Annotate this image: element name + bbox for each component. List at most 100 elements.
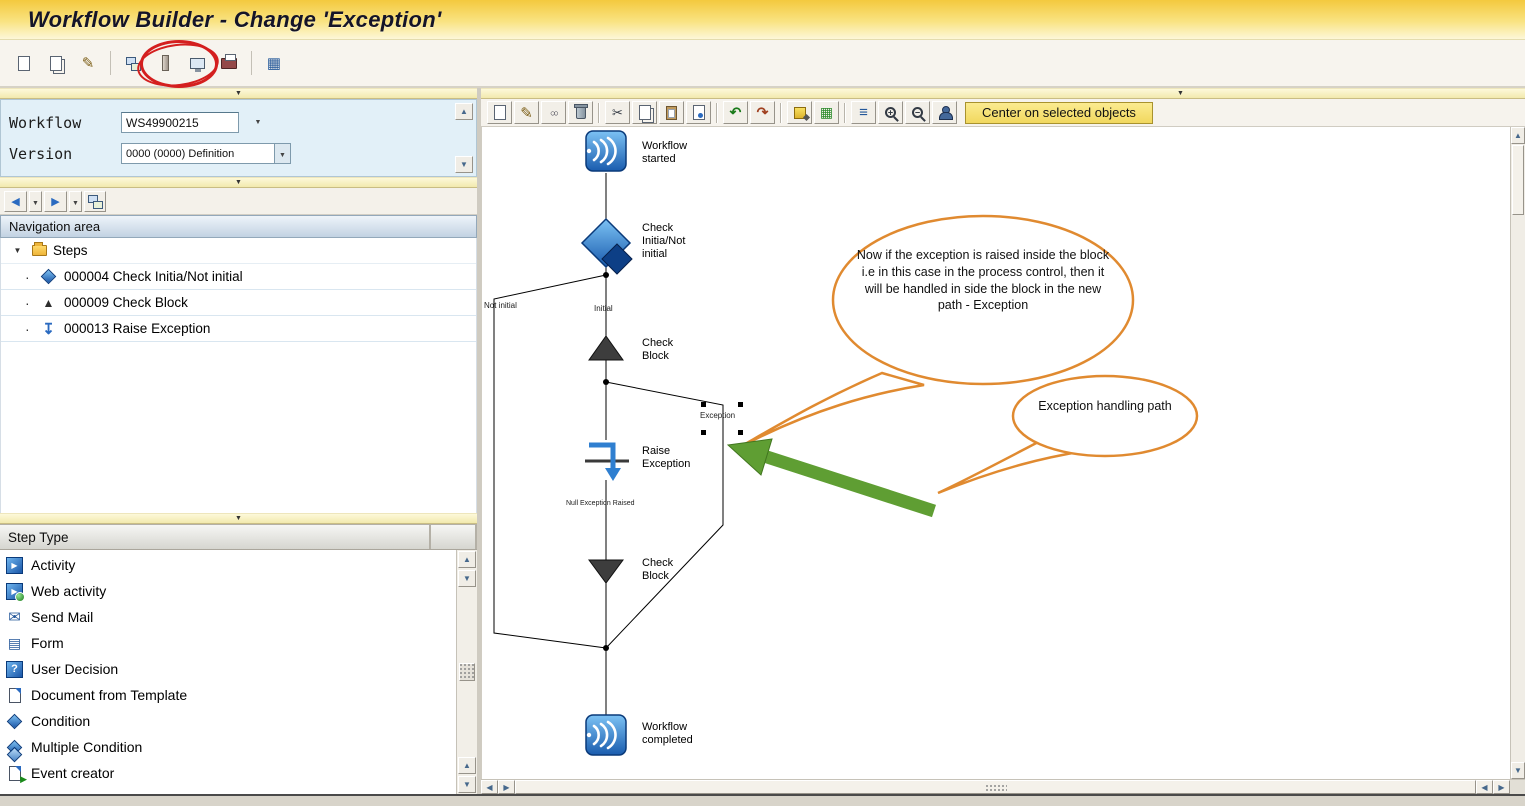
horizontal-splitter[interactable] — [481, 88, 1525, 99]
step-type-multiple-condition[interactable]: Multiple Condition — [0, 734, 456, 760]
node-workflow-completed[interactable] — [585, 714, 627, 756]
step-type-event-creator[interactable]: Event creator — [0, 760, 456, 786]
forward-history-button[interactable] — [69, 190, 82, 212]
scroll-up-button[interactable] — [1511, 127, 1525, 144]
horizontal-splitter[interactable] — [0, 177, 477, 188]
tree-item-check-initial[interactable]: · 000004 Check Initia/Not initial — [1, 264, 476, 290]
content-area: Workflow WS49900215 Version 0000 (0000) … — [0, 88, 1525, 794]
scroll-left-button[interactable] — [1476, 780, 1493, 794]
scroll-down-button[interactable] — [458, 570, 476, 587]
scroll-left-button[interactable] — [481, 780, 498, 794]
left-panel: Workflow WS49900215 Version 0000 (0000) … — [0, 88, 481, 794]
node-label-raise-exception: Raise Exception — [642, 445, 691, 471]
selection-handles[interactable] — [701, 402, 743, 435]
scroll-up-button[interactable] — [458, 551, 476, 568]
scrollbar-thumb[interactable] — [1512, 145, 1524, 215]
marker-button[interactable] — [787, 101, 812, 124]
edit-button[interactable] — [514, 101, 539, 124]
test-button[interactable] — [183, 48, 211, 78]
node-check-initial[interactable] — [580, 217, 633, 275]
horizontal-splitter[interactable] — [0, 88, 477, 99]
pencil-icon — [518, 104, 535, 121]
tree-item-check-block[interactable]: · 000009 Check Block — [1, 290, 476, 316]
node-workflow-started[interactable] — [585, 130, 627, 172]
scroll-up-button[interactable] — [458, 757, 476, 774]
import-button[interactable] — [723, 101, 748, 124]
change-button[interactable] — [74, 48, 102, 78]
align-button[interactable] — [851, 101, 876, 124]
export-button[interactable] — [750, 101, 775, 124]
step-type-form[interactable]: Form — [0, 630, 456, 656]
align-icon — [855, 104, 872, 121]
cut-button[interactable] — [605, 101, 630, 124]
edge-label-null-exception: Null Exception Raised — [566, 500, 635, 507]
workflow-input[interactable]: WS49900215 — [121, 112, 239, 133]
step-type-scrollbar — [456, 550, 477, 794]
tree-root-steps[interactable]: Steps — [1, 238, 476, 264]
back-history-button[interactable] — [29, 190, 42, 212]
workflow-history-icon[interactable] — [251, 119, 265, 126]
node-check-block-open[interactable] — [588, 335, 624, 361]
step-type-web-activity[interactable]: Web activity — [0, 578, 456, 604]
node-check-block-close[interactable] — [588, 559, 624, 584]
toolbar-separator — [844, 102, 846, 123]
copy-button[interactable] — [42, 48, 70, 78]
delete-button[interactable] — [568, 101, 593, 124]
scroll-right-button[interactable] — [1493, 780, 1510, 794]
step-type-condition[interactable]: Condition — [0, 708, 456, 734]
back-button[interactable] — [4, 190, 27, 212]
forward-button[interactable] — [44, 190, 67, 212]
mail-icon — [6, 609, 23, 626]
version-select[interactable]: 0000 (0000) Definition — [121, 143, 291, 164]
step-type-send-mail[interactable]: Send Mail — [0, 604, 456, 630]
paste-button[interactable] — [659, 101, 684, 124]
syntax-check-button[interactable] — [151, 48, 179, 78]
scrollbar-thumb[interactable] — [515, 780, 1476, 794]
zoom-in-button[interactable] — [878, 101, 903, 124]
node-raise-exception[interactable] — [585, 442, 629, 481]
scroll-down-button[interactable] — [458, 776, 476, 793]
copy-icon — [638, 105, 651, 120]
scroll-right-button[interactable] — [498, 780, 515, 794]
green-arrow-annotation — [726, 438, 937, 518]
person-button[interactable] — [932, 101, 957, 124]
create-button[interactable] — [487, 101, 512, 124]
marker-icon — [793, 106, 806, 119]
overview-button[interactable] — [260, 48, 288, 78]
expand-caret-icon[interactable] — [9, 242, 26, 259]
center-on-selected-button[interactable]: Center on selected objects — [965, 101, 1153, 124]
print-button[interactable] — [215, 48, 243, 78]
print-icon — [221, 53, 237, 69]
workflow-diagram — [493, 130, 1199, 756]
grid-color-button[interactable] — [814, 101, 839, 124]
folder-icon — [32, 242, 47, 256]
workflow-canvas[interactable]: Workflow started Check Initia/Not initia… — [481, 127, 1510, 779]
scroll-down-button[interactable] — [455, 156, 473, 173]
horizontal-splitter[interactable] — [0, 513, 477, 524]
condition-icon — [6, 713, 23, 729]
edge-label-exception: Exception — [700, 411, 736, 420]
subworkflow-button[interactable] — [84, 190, 106, 212]
node-label-check-block-open: Check Block — [642, 337, 674, 363]
scrollbar-thumb[interactable] — [459, 663, 475, 681]
scroll-up-button[interactable] — [455, 103, 473, 120]
select-button[interactable] — [686, 101, 711, 124]
callout-bubble-main — [737, 214, 1135, 450]
version-label: Version — [9, 144, 73, 163]
new-button[interactable] — [10, 48, 38, 78]
display-button[interactable] — [541, 101, 566, 124]
copy-button[interactable] — [632, 101, 657, 124]
workflow-label: Workflow — [9, 113, 82, 132]
step-type-activity[interactable]: Activity — [0, 552, 456, 578]
step-type-user-decision[interactable]: User Decision — [0, 656, 456, 682]
zoom-out-button[interactable] — [905, 101, 930, 124]
step-type-document-from-template[interactable]: Document from Template — [0, 682, 456, 708]
tree-item-raise-exception[interactable]: · 000013 Raise Exception — [1, 316, 476, 342]
callout-text-main: Now if the exception is raised inside th… — [856, 248, 1110, 313]
user-decision-icon — [6, 660, 23, 678]
version-dropdown-icon[interactable] — [274, 144, 290, 163]
bullet: · — [25, 320, 30, 337]
organization-button[interactable] — [119, 48, 147, 78]
scroll-down-button[interactable] — [1511, 762, 1525, 779]
condition-icon — [40, 268, 57, 285]
